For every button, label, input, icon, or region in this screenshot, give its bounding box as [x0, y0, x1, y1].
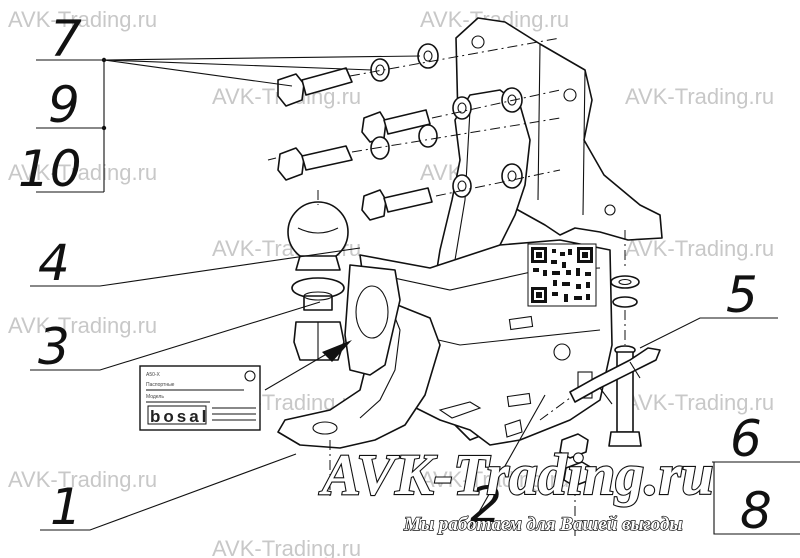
- watermark-layer: AVK-Trading.ru AVK-Trading.ru AVK-Tradin…: [8, 7, 774, 558]
- washers: [370, 43, 523, 198]
- watermark-12: AVK-Trading.ru: [625, 390, 774, 415]
- brand-overlay: AVK-Trading.ru Мы работаем для Вашей выг…: [318, 441, 715, 536]
- callout-5: 5: [726, 266, 758, 324]
- callout-labels: 7 9 10 4 3 1 2 5 6 8: [18, 10, 772, 540]
- callout-8: 8: [740, 482, 772, 540]
- brand-title: AVK-Trading.ru: [319, 442, 714, 507]
- callout-2: 2: [470, 476, 502, 534]
- watermark-9: AVK-Trading.ru: [8, 313, 157, 338]
- watermark-5: AVK-Trading.ru: [8, 160, 157, 185]
- ball-mount-bracket: [277, 264, 441, 500]
- bolt-group: [277, 67, 433, 221]
- watermark-13: AVK-Trading.ru: [8, 467, 157, 492]
- callout-3: 3: [38, 318, 70, 376]
- leader-lines: [30, 55, 800, 535]
- callout-6: 6: [730, 410, 762, 468]
- callout-10: 10: [18, 140, 82, 198]
- watermark-1: AVK-Trading.ru: [8, 7, 157, 32]
- tow-ball-assembly: [287, 190, 349, 361]
- watermark-8: AVK-Trading.ru: [625, 236, 774, 261]
- callout-1: 1: [50, 478, 82, 536]
- watermark-4: AVK-Trading.ru: [625, 84, 774, 109]
- identification-plate: A50-X Паспортные Модель bosal: [139, 365, 261, 431]
- callout-4: 4: [38, 234, 70, 292]
- bolt-center-lines: [267, 37, 561, 197]
- watermark-15: AVK-Trading.ru: [212, 536, 361, 558]
- plate-logo: bosal: [150, 407, 209, 426]
- direction-arrow: [264, 340, 352, 391]
- vertical-bolt-stack: [539, 230, 661, 540]
- callout-7: 7: [50, 10, 82, 68]
- plate-row-2: Модель: [146, 394, 164, 400]
- qr-code: [527, 243, 597, 307]
- plate-code: A50-X: [146, 372, 161, 378]
- callout-9: 9: [48, 76, 80, 134]
- brand-slogan: Мы работаем для Вашей выгоды: [403, 514, 683, 535]
- plate-row-1: Паспортные: [146, 382, 175, 388]
- watermark-14: AVK-Trading.ru: [420, 467, 569, 492]
